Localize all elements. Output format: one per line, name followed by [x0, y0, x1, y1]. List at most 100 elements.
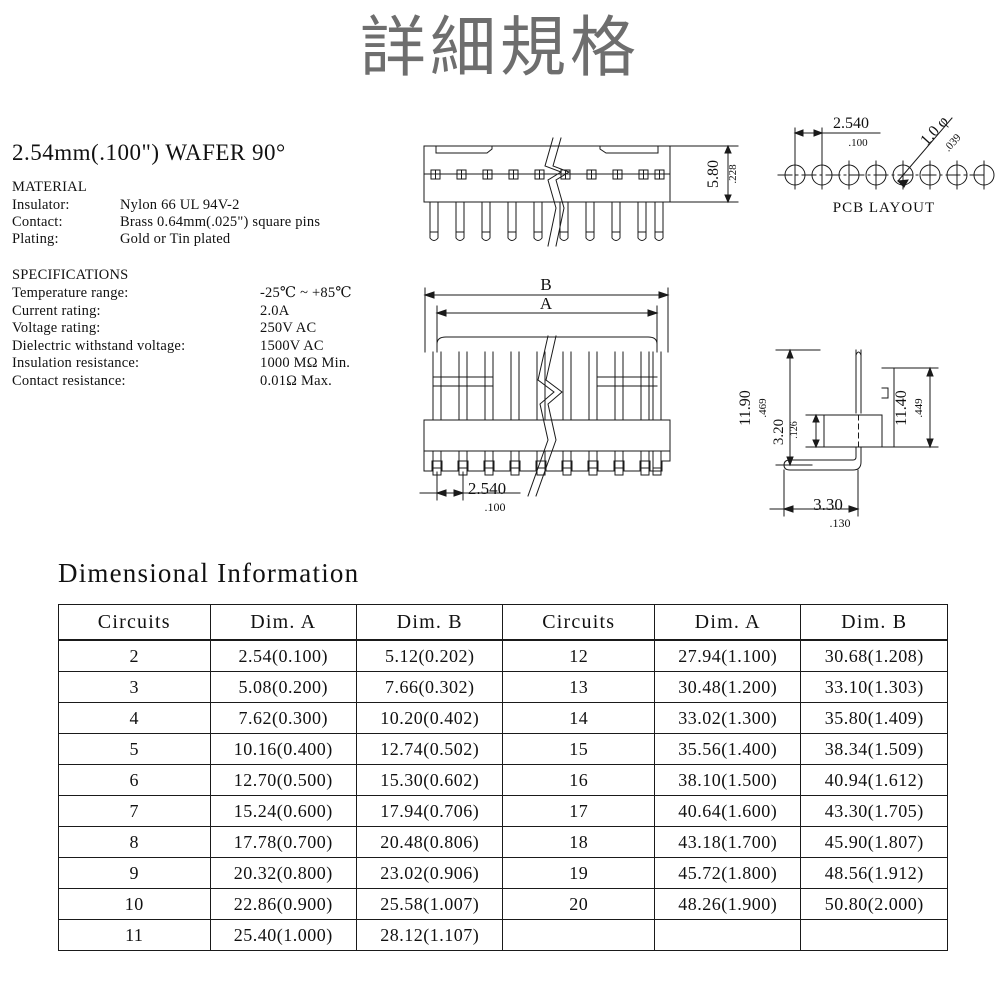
specification-value: 1000 MΩ Min.: [260, 355, 351, 371]
cell-dim-b-right: 38.34(1.509): [800, 733, 948, 765]
front-view-height-in: .228: [727, 164, 739, 184]
specification-label: Insulation resistance:: [12, 355, 140, 371]
side-view-step-mm: 3.20: [771, 419, 787, 445]
side-view-drawing: [769, 348, 939, 517]
cell-circuits-right: 19: [502, 857, 655, 889]
cell-circuits-right: 15: [502, 733, 655, 765]
table-row: 9 20.32(0.800) 23.02(0.906) 19 45.72(1.8…: [58, 857, 948, 889]
page-title-banner: 詳細規格: [0, 0, 1000, 96]
cell-circuits-right: 17: [502, 795, 655, 827]
table-row: 3 5.08(0.200) 7.66(0.302) 13 30.48(1.200…: [58, 671, 948, 703]
pcb-holes: [784, 160, 995, 190]
side-view-overall-height-mm: 11.90: [737, 390, 754, 425]
cell-dim-a-right: 38.10(1.500): [653, 764, 802, 796]
top-view-pitch-in: .100: [485, 500, 506, 514]
cell-dim-b-right: 43.30(1.705): [800, 795, 948, 827]
specification-label: Voltage rating:: [12, 320, 101, 336]
cell-dim-b-left: 10.20(0.402): [355, 702, 504, 734]
cell-dim-b-left: 23.02(0.906): [355, 857, 504, 889]
cell-dim-b-left: 7.66(0.302): [355, 671, 504, 703]
cell-dim-b-left: 25.58(1.007): [355, 888, 504, 920]
section-spacer: [12, 248, 402, 265]
specification-value: 250V AC: [260, 320, 317, 336]
material-row: Plating: Gold or Tin plated: [12, 231, 402, 248]
cell-dim-b-left: 17.94(0.706): [355, 795, 504, 827]
top-view-blades: [432, 351, 662, 421]
table-row: 7 15.24(0.600) 17.94(0.706) 17 40.64(1.6…: [58, 795, 948, 827]
pcb-pitch-mm: 2.540: [833, 115, 869, 132]
material-row: Contact: Brass 0.64mm(.025") square pins: [12, 214, 402, 231]
cell-circuits-left: 6: [58, 764, 211, 796]
table-row: 10 22.86(0.900) 25.58(1.007) 20 48.26(1.…: [58, 888, 948, 920]
top-view-pin-tails: [432, 450, 662, 476]
cell-dim-b-left: 15.30(0.602): [355, 764, 504, 796]
specification-value: 1500V AC: [260, 337, 324, 354]
side-view-body-height-in: .449: [913, 398, 925, 418]
specification-value: 2.0A: [260, 302, 290, 319]
specification-row: Voltage rating: 250V AC: [12, 320, 402, 338]
specification-row: Contact resistance: 0.01Ω Max.: [12, 373, 402, 391]
specification-text-block: 2.54mm(.100") WAFER 90° MATERIAL Insulat…: [12, 140, 402, 390]
column-header-dim-b-left: Dim. B: [355, 604, 504, 641]
front-view-pins: [429, 201, 664, 241]
dimensional-table-wrap: Circuits Dim. A Dim. B Circuits Dim. A D…: [58, 604, 948, 951]
cell-circuits-right: 18: [502, 826, 655, 858]
top-view-dim-a-label: A: [540, 294, 553, 313]
cell-circuits-left: 4: [58, 702, 211, 734]
cell-dim-a-left: 10.16(0.400): [209, 733, 358, 765]
cell-dim-a-left: 5.08(0.200): [209, 671, 358, 703]
cell-circuits-left: 10: [58, 888, 211, 920]
cell-dim-a-right: 45.72(1.800): [653, 857, 802, 889]
specification-label: Current rating:: [12, 302, 101, 319]
pcb-hole-diameter-in: .039: [942, 131, 964, 154]
pcb-pitch-in: .100: [848, 137, 868, 149]
cell-dim-a-left: 20.32(0.800): [209, 857, 358, 889]
cell-dim-a-right: 33.02(1.300): [653, 702, 802, 734]
table-row: 4 7.62(0.300) 10.20(0.402) 14 33.02(1.30…: [58, 702, 948, 734]
cell-circuits-left: 9: [58, 857, 211, 889]
side-view-tail-in: .130: [830, 516, 851, 530]
part-heading: 2.54mm(.100") WAFER 90°: [12, 140, 286, 165]
cell-dim-b-left: 12.74(0.502): [355, 733, 504, 765]
table-row: 11 25.40(1.000) 28.12(1.107): [58, 919, 948, 951]
cell-circuits-left: 11: [58, 919, 211, 951]
front-view-drawing: [423, 137, 739, 247]
cell-dim-b-right: 45.90(1.807): [800, 826, 948, 858]
cell-dim-a-right: 43.18(1.700): [653, 826, 802, 858]
cell-dim-b-right: 33.10(1.303): [800, 671, 948, 703]
cell-dim-a-right: 30.48(1.200): [653, 671, 802, 703]
cell-circuits-left: 3: [58, 671, 211, 703]
table-body: 2 2.54(0.100) 5.12(0.202) 12 27.94(1.100…: [58, 639, 948, 951]
dimensional-information-title: Dimensional Information: [58, 558, 360, 588]
cell-dim-a-right: 48.26(1.900): [653, 888, 802, 920]
cell-dim-a-right: 35.56(1.400): [653, 733, 802, 765]
front-view-height-mm: 5.80: [705, 160, 722, 188]
side-view-step-in: .126: [789, 421, 800, 439]
column-header-circuits-right: Circuits: [502, 604, 655, 641]
cell-dim-a-left: 12.70(0.500): [209, 764, 358, 796]
specification-value: -25℃ ~ +85℃: [260, 285, 352, 301]
specification-label: Dielectric withstand voltage:: [12, 337, 186, 354]
cell-circuits-right: 13: [502, 671, 655, 703]
cell-dim-b-left: 5.12(0.202): [355, 639, 504, 672]
side-view-body-height-mm: 11.40: [893, 390, 910, 425]
top-view-drawing: [419, 287, 671, 501]
top-view-pitch-mm: 2.540: [468, 479, 506, 498]
dimensional-table: Circuits Dim. A Dim. B Circuits Dim. A D…: [58, 604, 948, 951]
table-row: 6 12.70(0.500) 15.30(0.602) 16 38.10(1.5…: [58, 764, 948, 796]
column-header-dim-a-right: Dim. A: [653, 604, 802, 641]
specification-value: 0.01Ω Max.: [260, 372, 332, 389]
table-header-row: Circuits Dim. A Dim. B Circuits Dim. A D…: [58, 604, 948, 641]
cell-dim-b-right: 35.80(1.409): [800, 702, 948, 734]
table-row: 8 17.78(0.700) 20.48(0.806) 18 43.18(1.7…: [58, 826, 948, 858]
cell-dim-b-right: 30.68(1.208): [800, 639, 948, 672]
material-row: Insulator: Nylon 66 UL 94V-2: [12, 197, 402, 214]
material-label: Plating:: [12, 231, 59, 247]
cell-dim-b-right: 40.94(1.612): [800, 764, 948, 796]
top-view-dim-b-label: B: [540, 275, 551, 294]
specification-row: Dielectric withstand voltage: 1500V AC: [12, 338, 402, 356]
cell-circuits-right: 14: [502, 702, 655, 734]
cell-dim-a-left: 2.54(0.100): [209, 639, 358, 672]
cell-dim-a-left: 25.40(1.000): [209, 919, 358, 951]
specification-row: Temperature range: -25℃ ~ +85℃: [12, 285, 402, 303]
